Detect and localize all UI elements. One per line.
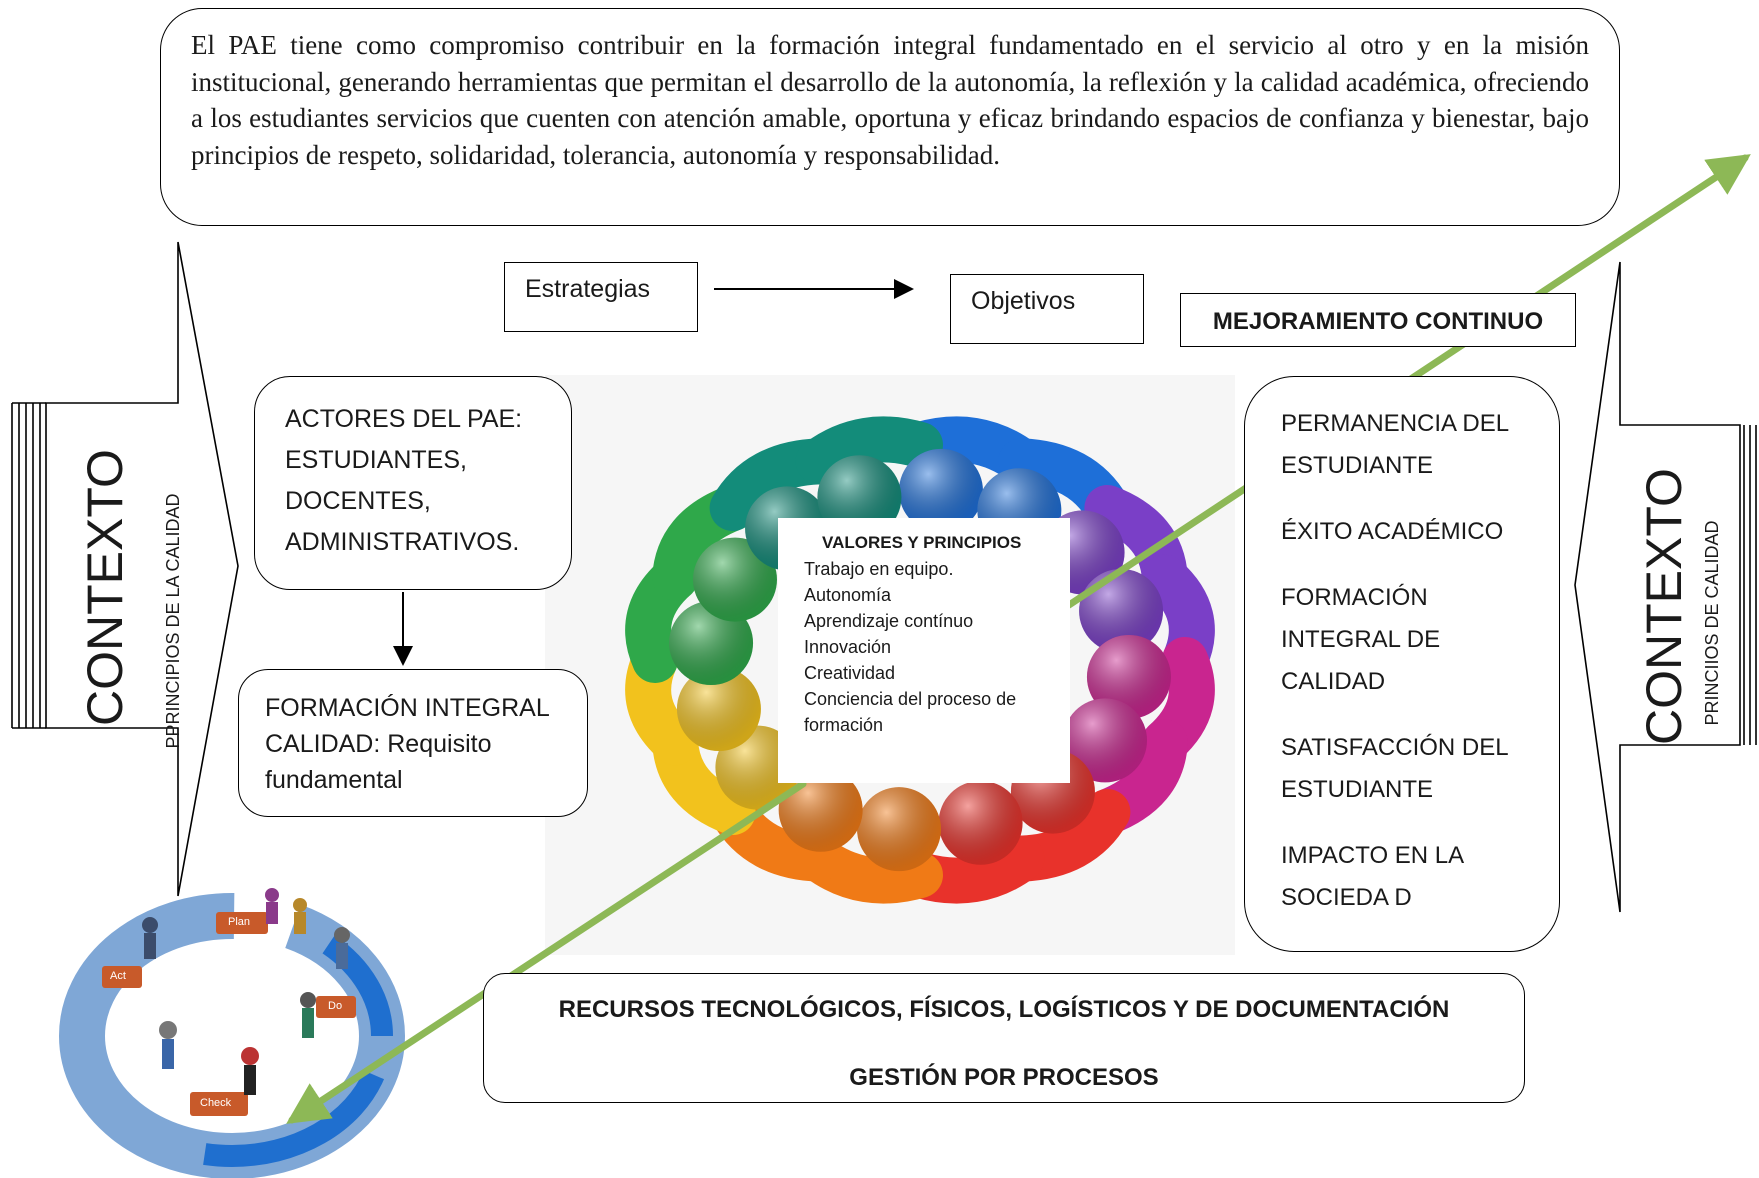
outcome-satisfaction: SATISFACCIÓN DEL ESTUDIANTE xyxy=(1281,727,1559,811)
outcome-line: SATISFACCIÓN DEL xyxy=(1281,734,1509,761)
context-right-arrow xyxy=(1574,261,1757,913)
outcome-line: ESTUDIANTE xyxy=(1281,776,1434,803)
values-title: VALORES Y PRINCIPIOS xyxy=(822,533,1022,552)
pdca-plan-label: Plan xyxy=(228,916,251,928)
outcome-line: SOCIEDA D xyxy=(1281,884,1412,911)
outcome-academic-success: ÉXITO ACADÉMICO xyxy=(1281,511,1559,553)
pdca-cycle-image xyxy=(59,888,405,1178)
ring-figure-shine xyxy=(669,601,754,686)
context-right-title: CONTEXTO xyxy=(1636,468,1692,745)
formation-line: CALIDAD: Requisito xyxy=(265,730,492,758)
context-right-subtitle: PRINCIIOS DE CALIDAD xyxy=(1702,520,1722,726)
values-principles-box: VALORES Y PRINCIPIOS Trabajo en equipo. … xyxy=(778,518,1070,783)
formation-line: fundamental xyxy=(265,766,403,794)
ring-figure-shine xyxy=(692,537,777,622)
pdca-act-label: Act xyxy=(110,970,126,982)
resources-label: RECURSOS TECNOLÓGICOS, FÍSICOS, LOGÍSTIC… xyxy=(558,996,1450,1023)
strategies-box: Estrategias xyxy=(504,262,698,332)
actors-line: ACTORES DEL PAE: xyxy=(285,405,523,433)
context-left-subtitle: PPRINCIPIOS DE LA CALIDAD xyxy=(163,493,183,749)
resources-box: RECURSOS TECNOLÓGICOS, FÍSICOS, LOGÍSTIC… xyxy=(483,973,1525,1103)
ring-figure-shine xyxy=(676,667,761,752)
formation-line: FORMACIÓN INTEGRAL xyxy=(265,694,550,722)
pdca-check-label: Check xyxy=(200,1097,232,1109)
value-item: Innovación xyxy=(804,637,892,657)
teamwork-ring-image xyxy=(545,375,1235,955)
ring-arm xyxy=(795,416,943,485)
mission-statement: El PAE tiene como compromiso contribuir … xyxy=(160,8,1620,226)
process-management-label: GESTIÓN POR PROCESOS xyxy=(849,1064,1159,1091)
outcome-line: FORMACIÓN xyxy=(1281,584,1428,611)
outcome-line: PERMANENCIA DEL xyxy=(1281,410,1510,437)
actors-line: ESTUDIANTES, xyxy=(285,446,467,474)
context-left-title: CONTEXTO xyxy=(77,449,133,726)
ring-figure-shine xyxy=(857,787,942,872)
outcome-line: INTEGRAL DE xyxy=(1281,626,1441,653)
outcome-retention: PERMANENCIA DEL ESTUDIANTE xyxy=(1281,403,1559,487)
pae-actors-box: ACTORES DEL PAE: ESTUDIANTES, DOCENTES, … xyxy=(254,376,572,590)
outcomes-box: PERMANENCIA DEL ESTUDIANTE ÉXITO ACADÉMI… xyxy=(1244,376,1560,952)
value-item: Aprendizaje contínuo xyxy=(804,611,974,631)
value-item: Conciencia del proceso de formación xyxy=(804,689,1017,735)
value-item: Autonomía xyxy=(804,585,892,605)
outcome-line: IMPACTO EN LA xyxy=(1281,842,1465,869)
actors-line: ADMINISTRATIVOS. xyxy=(285,528,520,556)
ring-figure-shine xyxy=(898,448,983,533)
objectives-box: Objetivos xyxy=(950,274,1144,344)
outcome-line: ÉXITO ACADÉMICO xyxy=(1281,518,1504,545)
outcome-line: ESTUDIANTE xyxy=(1281,452,1434,479)
ring-figure-shine xyxy=(938,780,1023,865)
actors-line: DOCENTES, xyxy=(285,487,431,515)
ring-figure-shine xyxy=(1063,698,1148,783)
outcome-line: CALIDAD xyxy=(1281,668,1386,695)
ring-figure-shine xyxy=(1079,568,1164,653)
context-left-arrow xyxy=(11,241,239,897)
integral-formation-box: FORMACIÓN INTEGRAL CALIDAD: Requisito fu… xyxy=(238,669,588,817)
continuous-improvement-box: MEJORAMIENTO CONTINUO xyxy=(1180,293,1576,347)
outcome-society-impact: IMPACTO EN LA SOCIEDA D xyxy=(1281,835,1559,919)
pdca-do-label: Do xyxy=(328,1000,343,1012)
ring-figure-shine xyxy=(1086,634,1171,719)
outcome-integral-formation: FORMACIÓN INTEGRAL DE CALIDAD xyxy=(1281,577,1559,703)
value-item: Trabajo en equipo. xyxy=(804,559,954,579)
value-item: Creatividad xyxy=(804,663,896,683)
